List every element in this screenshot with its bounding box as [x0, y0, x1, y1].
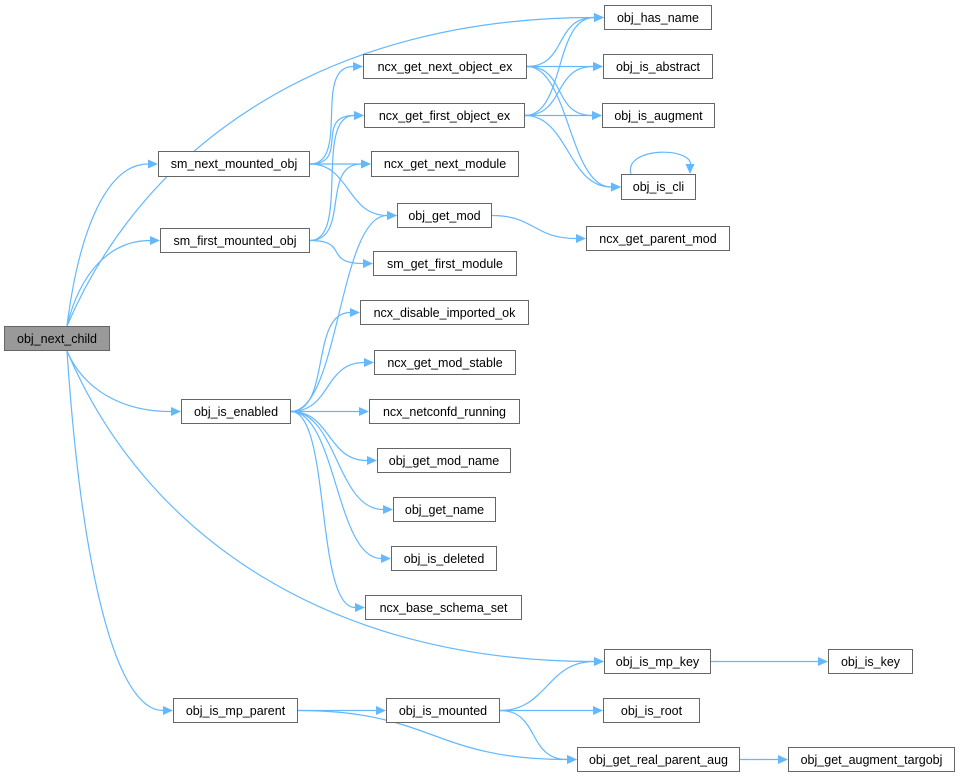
edge-obj_is_enabled-to-obj_get_name [290, 410, 384, 511]
edge-sm_first_mounted_obj-to-ncx_get_next_module [309, 163, 362, 242]
arrowhead-icon [364, 358, 374, 367]
edge-sm_next_mounted_obj-to-ncx_get_first_object_ex [309, 114, 355, 165]
edge-obj_is_enabled-to-obj_is_deleted [290, 410, 382, 560]
arrowhead-icon [685, 164, 695, 174]
arrowhead-icon [353, 62, 363, 71]
node-obj-get-mod[interactable]: obj_get_mod [397, 203, 492, 228]
node-ncx-base-schema-set[interactable]: ncx_base_schema_set [365, 595, 522, 620]
arrowhead-icon [148, 159, 158, 169]
node-sm-next-mounted-obj[interactable]: sm_next_mounted_obj [158, 151, 310, 177]
arrowhead-icon [163, 706, 173, 715]
arrowhead-icon [150, 236, 160, 245]
arrowhead-icon [354, 111, 364, 120]
node-obj-is-enabled[interactable]: obj_is_enabled [181, 399, 291, 424]
node-obj-get-real-parent-aug[interactable]: obj_get_real_parent_aug [577, 747, 740, 772]
edge-sm_first_mounted_obj-to-ncx_get_first_object_ex [309, 114, 355, 242]
node-obj-is-mp-key[interactable]: obj_is_mp_key [604, 649, 711, 674]
arrowhead-icon [350, 308, 360, 317]
edge-obj_next_child-to-sm_next_mounted_obj [66, 163, 149, 327]
arrowhead-icon [567, 755, 577, 764]
arrowhead-icon [593, 706, 603, 715]
arrowhead-icon [376, 706, 386, 715]
arrowhead-icon [778, 755, 788, 764]
node-obj-is-mounted[interactable]: obj_is_mounted [386, 698, 500, 723]
edge-obj_get_mod-to-ncx_get_parent_mod [491, 214, 577, 240]
node-obj-get-name[interactable]: obj_get_name [393, 497, 496, 522]
edge-obj_is_enabled-to-ncx_base_schema_set [290, 410, 356, 609]
arrowhead-icon [576, 234, 586, 243]
edge-sm_first_mounted_obj-to-sm_get_first_module [309, 239, 364, 265]
node-sm-get-first-module[interactable]: sm_get_first_module [373, 251, 517, 276]
node-ncx-get-parent-mod[interactable]: ncx_get_parent_mod [586, 226, 730, 251]
arrowhead-icon [594, 13, 604, 22]
node-ncx-get-mod-stable[interactable]: ncx_get_mod_stable [374, 350, 516, 375]
edge-obj_is_cli-to-obj_is_cli [630, 151, 691, 175]
node-obj-is-abstract[interactable]: obj_is_abstract [603, 54, 713, 79]
node-obj-is-deleted[interactable]: obj_is_deleted [391, 546, 497, 571]
arrowhead-icon [381, 554, 391, 563]
node-obj-is-augment[interactable]: obj_is_augment [602, 103, 715, 128]
edge-obj_next_child-to-obj_is_enabled [66, 350, 172, 413]
node-obj-get-augment-targobj[interactable]: obj_get_augment_targobj [788, 747, 955, 772]
node-obj-next-child[interactable]: obj_next_child [4, 326, 110, 351]
arrowhead-icon [361, 159, 371, 169]
arrowhead-icon [818, 657, 828, 666]
edge-ncx_get_next_object_ex-to-obj_has_name [526, 16, 595, 68]
node-obj-get-mod-name[interactable]: obj_get_mod_name [377, 448, 511, 473]
node-ncx-disable-imported-ok[interactable]: ncx_disable_imported_ok [360, 300, 529, 325]
arrowhead-icon [359, 407, 369, 416]
node-ncx-get-first-object-ex[interactable]: ncx_get_first_object_ex [364, 103, 525, 128]
edge-obj_is_mp_parent-to-obj_get_real_parent_aug [297, 709, 568, 761]
node-sm-first-mounted-obj[interactable]: sm_first_mounted_obj [160, 228, 310, 253]
arrowhead-icon [355, 603, 365, 612]
edge-obj_is_enabled-to-ncx_get_mod_stable [290, 361, 365, 413]
edge-obj_next_child-to-sm_first_mounted_obj [66, 239, 151, 327]
arrowhead-icon [387, 211, 397, 220]
edge-obj_is_enabled-to-ncx_disable_imported_ok [290, 311, 351, 413]
node-obj-is-cli[interactable]: obj_is_cli [621, 174, 696, 200]
node-obj-has-name[interactable]: obj_has_name [604, 5, 712, 30]
edge-obj_next_child-to-obj_is_mp_key [66, 350, 595, 663]
node-obj-is-root[interactable]: obj_is_root [603, 698, 700, 723]
node-ncx-netconfd-running[interactable]: ncx_netconfd_running [369, 399, 520, 424]
edge-obj_is_mounted-to-obj_is_mp_key [499, 660, 595, 712]
edge-obj_next_child-to-obj_has_name [66, 16, 595, 327]
edge-obj_is_mounted-to-obj_get_real_parent_aug [499, 709, 568, 761]
arrowhead-icon [171, 407, 181, 416]
arrowhead-icon [363, 259, 373, 268]
arrowhead-icon [611, 182, 621, 192]
edge-obj_next_child-to-obj_is_mp_parent [66, 350, 164, 712]
node-ncx-get-next-object-ex[interactable]: ncx_get_next_object_ex [363, 54, 527, 79]
edge-ncx_get_next_object_ex-to-obj_is_cli [526, 65, 612, 188]
node-ncx-get-next-module[interactable]: ncx_get_next_module [371, 151, 519, 177]
edge-sm_next_mounted_obj-to-ncx_get_next_object_ex [309, 65, 354, 165]
edge-ncx_get_first_object_ex-to-obj_is_cli [524, 114, 612, 188]
node-obj-is-mp-parent[interactable]: obj_is_mp_parent [173, 698, 298, 723]
edge-ncx_get_first_object_ex-to-obj_is_abstract [524, 65, 594, 117]
arrowhead-icon [594, 657, 604, 666]
arrowhead-icon [593, 62, 603, 71]
node-obj-is-key[interactable]: obj_is_key [828, 649, 913, 674]
edge-ncx_get_first_object_ex-to-obj_has_name [524, 16, 595, 117]
arrowhead-icon [367, 456, 377, 465]
arrowhead-icon [383, 505, 393, 514]
edge-sm_next_mounted_obj-to-obj_get_mod [309, 163, 388, 217]
arrowhead-icon [592, 111, 602, 120]
